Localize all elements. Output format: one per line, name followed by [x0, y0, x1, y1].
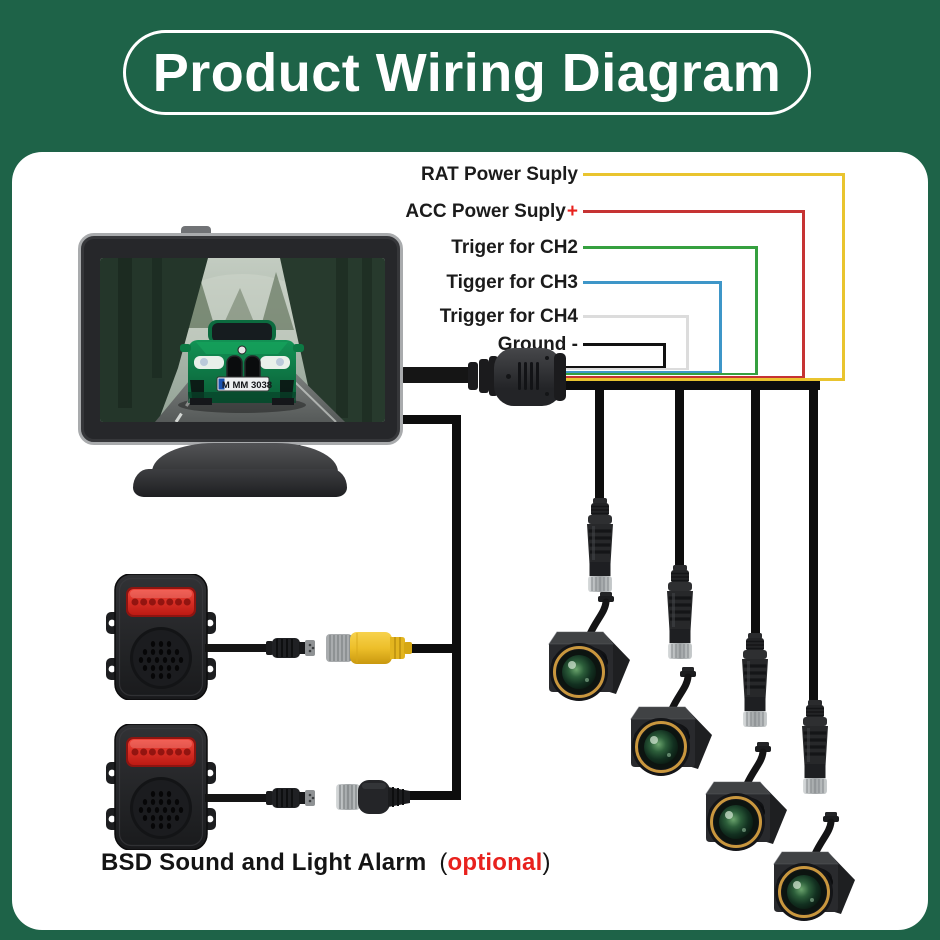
wire-ch4-vert [686, 315, 689, 370]
wire-ch4-out [583, 315, 689, 318]
wire-acc-return [561, 376, 805, 378]
wire-label-trigger-ch2: Triger for CH2 [240, 235, 578, 261]
cable-ring [468, 362, 478, 390]
alarm-2-cable [205, 794, 262, 802]
aviation-connector-3 [735, 633, 775, 733]
wire-ground-out [583, 343, 666, 346]
alarm-trunk-bottom [408, 791, 461, 800]
aviation-connector-1 [580, 498, 620, 598]
screen-image: M MM 3038 [100, 258, 385, 422]
wire-ch2-vert [755, 246, 758, 375]
wire-ch4-return [561, 368, 689, 370]
caption-text: BSD Sound and Light Alarm [101, 849, 427, 876]
camera-bus [505, 381, 820, 390]
camera-drop-4 [809, 388, 818, 703]
wire-label-text: Trigger for CH4 [439, 306, 578, 327]
wire-ch3-out [583, 281, 722, 284]
bsd-alarm-1 [106, 574, 216, 700]
alarm-1-cable [205, 644, 262, 652]
title-banner: Product Wiring Diagram [123, 30, 811, 115]
caption-paren-open: ( [439, 849, 448, 876]
camera-drop-1 [595, 388, 604, 500]
wire-ch2-return [561, 373, 758, 375]
wire-rat-return [561, 378, 845, 381]
harness-connector [494, 348, 562, 406]
wire-label-trigger-ch3: Tigger for CH3 [240, 270, 578, 296]
caption-optional: optional [447, 849, 543, 876]
aviation-connector-2 [660, 565, 700, 665]
plus-sign: + [566, 201, 578, 222]
wire-ch2-out [583, 246, 758, 249]
wire-ch3-vert [719, 281, 722, 373]
wire-label-text: Tigger for CH3 [446, 272, 578, 293]
wire-label-trigger-ch4: Trigger for CH4 [240, 304, 578, 330]
bsd-alarm-2 [106, 724, 216, 850]
wire-label-text: Triger for CH2 [451, 237, 578, 258]
camera-drop-2 [675, 388, 684, 567]
caption-paren-close: ) [542, 849, 551, 876]
monitor-power-button [181, 226, 211, 236]
monitor-video-cable [398, 367, 474, 383]
alarm-trunk-vertical [452, 415, 461, 800]
alarm-trunk-top [397, 415, 461, 424]
aviation-connector-4 [795, 700, 835, 800]
alarm-1-male-connector [260, 635, 318, 661]
wire-label-text: ACC Power Suply [405, 201, 566, 222]
wire-rat-out [583, 173, 845, 176]
harness-cap [554, 353, 566, 401]
monitor-stand-base [133, 469, 347, 497]
wire-acc-out [583, 210, 805, 213]
caption: BSD Sound and Light Alarm (optional) [101, 849, 551, 877]
wire-label-rat-power: RAT Power Suply [240, 162, 578, 188]
cable-ring [479, 359, 489, 393]
wire-ground-return [561, 366, 666, 368]
camera-1 [543, 592, 631, 704]
license-plate-text: M MM 3038 [222, 380, 272, 391]
wire-label-acc-power: ACC Power Suply+ [240, 199, 578, 225]
page-title: Product Wiring Diagram [152, 42, 782, 103]
monitor-screen: M MM 3038 [100, 258, 385, 422]
wire-acc-vert [802, 210, 805, 378]
wire-ground-vert [663, 343, 666, 368]
camera-4 [768, 812, 856, 924]
alarm-1-yellow-connector [326, 631, 412, 665]
alarm-branch-1 [408, 644, 461, 653]
camera-drop-3 [751, 388, 760, 637]
cable-ring [489, 356, 498, 396]
alarm-2-male-connector [260, 785, 318, 811]
wire-label-text: RAT Power Suply [421, 164, 578, 185]
alarm-2-black-connector [330, 779, 414, 815]
wire-ch3-return [561, 371, 722, 373]
wire-rat-vert [842, 173, 845, 381]
